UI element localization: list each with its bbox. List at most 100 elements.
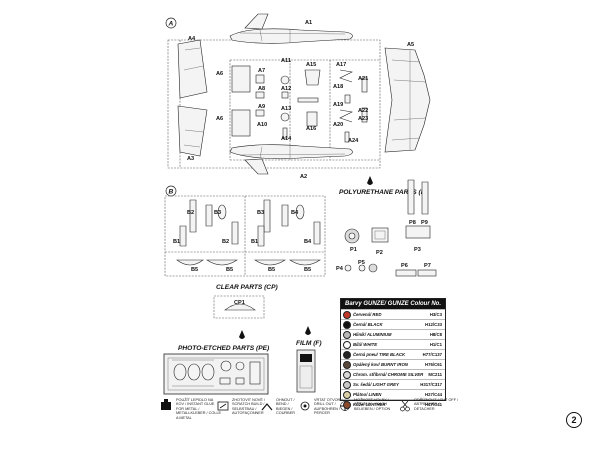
canopy-cp1 [224,303,256,311]
label-a17: A17 [336,62,346,68]
sprue-b-letter: B [169,189,174,196]
sprue-b-marker [165,185,177,197]
photo-etched-heading: PHOTO-ETCHED PARTS (PE) [178,345,269,352]
colour-swatch [343,380,351,389]
label-a22: A22 [358,108,368,114]
label-b2-left-bottom: B2 [222,239,229,245]
sprue-b: B B2 B3 B1 B2 B3 B4 B1 B4 B5 B5 B5 [164,185,326,277]
colour-row: Bílá/ WHITE H1/C1 [341,339,445,349]
colour-swatch [343,360,351,369]
colour-code: H8/C8 [429,332,442,337]
colour-code: H3/C3 [429,312,442,317]
part-p9-rod [421,181,429,215]
colour-name: Černá/ BLACK [353,322,383,327]
legend-drill: VRTAT OTVOR / DRILL OUT / AUFBOHREN / PE… [312,398,344,432]
colour-row: Plátno/ LINEN H27/C44 [341,389,445,399]
label-a21: A21 [358,76,368,82]
sprue-a-frame [167,39,381,169]
polyurethane-parts: POLYURETHANE PARTS (P) P1 P2 P3 P4 P5 P6… [336,176,437,277]
sprue-b-frame [164,195,326,277]
polyurethane-heading: POLYURETHANE PARTS (P) [339,189,427,196]
label-a20: A20 [333,122,343,128]
colour-code: H76/C61 [425,362,442,367]
legend-drill-text: VRTAT OTVOR / DRILL OUT / AUFBOHREN / PE… [314,398,343,416]
label-p2: P2 [376,250,383,256]
colour-swatch [343,330,351,339]
part-p3 [405,225,431,239]
label-a13: A13 [281,106,291,112]
wing-a5 [384,47,431,153]
legend-scratch-text: ZHOTOVIT NOVÉ / SCRATCH BUILD / SELBSTBA… [232,398,265,416]
label-a16: A16 [306,126,316,132]
clear-heading: CLEAR PARTS (CP) [216,284,278,291]
drop-icon [367,176,373,185]
colour-code: H317/C317 [420,382,442,387]
glue-icon [161,399,171,410]
colour-swatch [343,340,351,349]
pe-fret-details [167,357,265,391]
label-a6-top: A6 [216,71,223,77]
label-b5-d: B5 [304,267,311,273]
colour-name: Sv. šedá/ LIGHT GREY [353,382,399,387]
colour-name: Bílá/ WHITE [353,342,378,347]
colour-name: Plátno/ LINEN [353,392,382,397]
bend-icon [261,403,273,411]
colour-code: H27/C44 [425,392,442,397]
legend-option: MOŽNOST VOLBY / OPTIONAL / NACH BELIEBEN… [352,398,400,432]
scratch-icon [217,401,229,411]
label-a14: A14 [281,136,292,142]
colour-swatch [343,350,351,359]
legend-option-text: MOŽNOST VOLBY / OPTIONAL / NACH BELIEBEN… [354,398,391,411]
part-p7 [417,269,437,277]
label-a23: A23 [358,116,368,122]
colour-code: H12/C33 [425,322,442,327]
sprue-a-small-parts [255,69,368,143]
label-a10: A10 [257,122,267,128]
drop-icon-pe [239,330,245,339]
legend-glue-text: POUŽÍT LEPIDLO NA KOV / INSTANT GLUE FOR… [176,398,222,420]
colour-name: Kůže/ LEATHER [353,402,386,407]
label-a6-bottom: A6 [216,116,223,122]
label-b3-left: B3 [214,210,221,216]
part-p2 [371,227,389,243]
label-p3: P3 [414,247,421,253]
part-p5 [368,263,378,273]
label-p7: P7 [424,263,431,269]
part-p8-rod [407,179,415,215]
label-a24: A24 [348,138,359,144]
label-a1: A1 [305,20,312,26]
label-p6: P6 [401,263,408,269]
legend-scratch: ZHOTOVIT NOVÉ / SCRATCH BUILD / SELBSTBA… [230,398,278,432]
colour-code: H77/C137 [422,352,442,357]
label-p8: P8 [409,220,416,226]
label-b1-left: B1 [173,239,180,245]
page-number: 2 [566,412,582,428]
fuselage-half-a1 [229,28,353,44]
photo-etched-parts: PHOTO-ETCHED PARTS (PE) [163,330,269,395]
part-p6 [395,269,417,277]
label-b1-right: B1 [251,239,258,245]
label-b4-right-bottom: B4 [304,239,312,245]
legend-bend: OHNOUT / BEND / BIEGEN / COURBER [274,398,304,432]
colour-swatch [343,320,351,329]
colour-code: H1/C1 [429,342,442,347]
film-heading: FILM (F) [296,340,322,347]
colour-row: Černá/ BLACK H12/C33 [341,319,445,329]
sprue-b-parts [176,199,321,266]
fuselage-half-a2 [229,144,353,160]
label-a18: A18 [333,84,343,90]
sprue-a: A [165,13,431,180]
part-p4 [344,264,352,272]
label-p9: P9 [421,220,428,226]
tail-fin-a2 [244,158,269,175]
legend-glue: POUŽÍT LEPIDLO NA KOV / INSTANT GLUE FOR… [174,398,222,432]
film: FILM (F) [296,326,322,393]
colour-row: Sv. šedá/ LIGHT GREY H317/C317 [341,379,445,389]
